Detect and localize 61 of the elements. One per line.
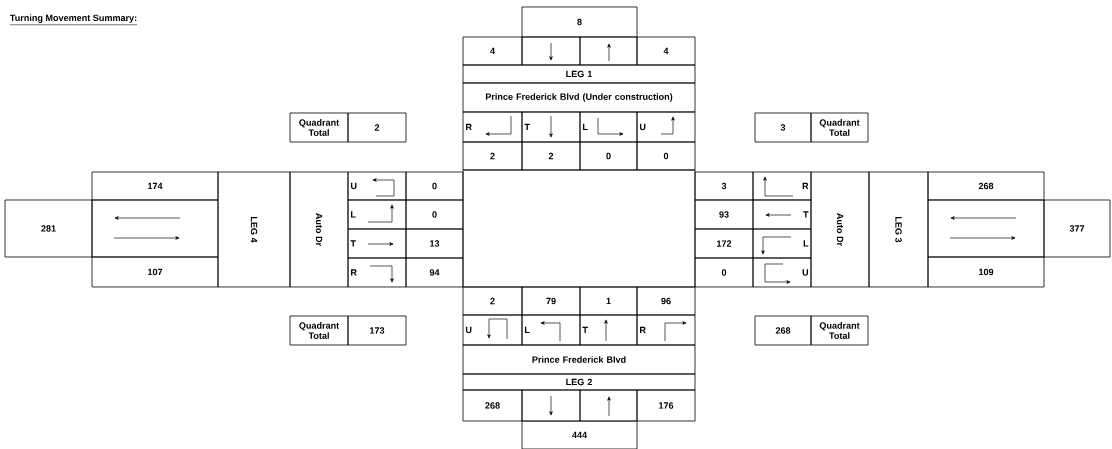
movement-cell: R xyxy=(752,171,812,201)
street-name-cell: Auto Dr xyxy=(810,171,870,288)
count-cell: 268 xyxy=(754,315,812,346)
leg-label-cell: LEG 3 xyxy=(868,171,929,288)
count-cell: 2 xyxy=(347,112,407,143)
count-cell: 2 xyxy=(462,141,523,171)
count-cell: 2 xyxy=(462,286,523,316)
count-cell: 4 xyxy=(636,36,696,66)
quadrant-label-cell: Quadrant Total xyxy=(289,315,349,346)
count-cell: 13 xyxy=(405,228,464,259)
street-name-cell: Auto Dr xyxy=(289,171,349,288)
movement-cell: R xyxy=(462,111,523,143)
count-cell: 3 xyxy=(694,171,754,201)
count-cell: 174 xyxy=(91,171,219,201)
movement-cell: U xyxy=(462,314,523,346)
count-cell: 96 xyxy=(636,286,696,316)
movement-cell: U xyxy=(347,171,407,201)
movement-cell: T xyxy=(347,228,407,259)
count-cell: 3 xyxy=(754,112,812,143)
count-cell: 79 xyxy=(521,286,581,316)
street-name-cell: Prince Frederick Blvd xyxy=(462,344,696,375)
count-cell: 4 xyxy=(462,36,523,66)
count-cell: 1 xyxy=(579,286,638,316)
movement-cell: L xyxy=(521,314,581,346)
count-cell: 0 xyxy=(694,257,754,288)
count-cell: 8 xyxy=(521,6,638,38)
street-name-cell: Prince Frederick Blvd (Under construction) xyxy=(462,82,696,113)
count-cell: 172 xyxy=(694,228,754,259)
count-cell: 2 xyxy=(521,141,581,171)
movement-cell: L xyxy=(347,199,407,230)
count-cell: 0 xyxy=(405,199,464,230)
leg-label-cell: LEG 2 xyxy=(462,373,696,391)
count-cell: 0 xyxy=(405,171,464,201)
count-cell: 109 xyxy=(927,256,1045,288)
count-cell: 281 xyxy=(4,199,93,258)
count-cell: 107 xyxy=(91,256,219,288)
quadrant-label-cell: Quadrant Total xyxy=(289,112,349,143)
count-cell: 268 xyxy=(927,171,1045,201)
movement-cell: T xyxy=(521,111,581,143)
count-cell: 268 xyxy=(462,389,523,422)
count-cell: 377 xyxy=(1043,199,1111,258)
quadrant-label-cell: Quadrant Total xyxy=(810,315,869,346)
heading: Turning Movement Summary: xyxy=(9,14,138,26)
movement-cell: R xyxy=(347,257,407,288)
leg-label-cell: LEG 1 xyxy=(462,64,696,84)
count-cell: 0 xyxy=(636,141,696,171)
movement-cell: L xyxy=(752,228,812,259)
count-cell: 176 xyxy=(636,389,696,422)
quadrant-label-cell: Quadrant Total xyxy=(810,112,869,143)
movement-cell: T xyxy=(579,314,638,346)
count-cell: 173 xyxy=(347,315,407,346)
movement-cell: T xyxy=(752,199,812,230)
count-cell: 0 xyxy=(579,141,638,171)
movement-cell: U xyxy=(752,257,812,288)
count-cell: 444 xyxy=(521,420,638,449)
count-cell: 93 xyxy=(694,199,754,230)
movement-cell: L xyxy=(579,111,638,143)
movement-cell: R xyxy=(636,314,696,346)
leg-label-cell: LEG 4 xyxy=(217,171,291,288)
count-cell: 94 xyxy=(405,257,464,288)
movement-cell: U xyxy=(636,111,696,143)
